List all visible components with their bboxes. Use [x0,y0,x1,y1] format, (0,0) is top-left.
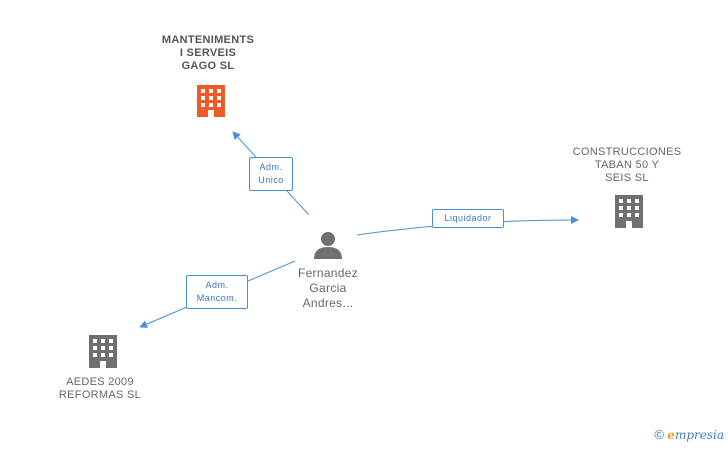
building-icon[interactable] [89,335,117,368]
edge-label-line: Mancom. [196,293,238,303]
person-name[interactable]: Fernandez Garcia Andres... [278,266,378,311]
edge-label-line: Unico [258,175,284,185]
building-icon[interactable] [197,85,225,117]
company-name-line: REFORMAS SL [58,389,142,401]
company-name-line: CONSTRUCCIONES [572,146,682,158]
company-name-construcciones[interactable]: CONSTRUCCIONES TABAN 50 Y SEIS SL [567,146,687,185]
company-name-line: GAGO SL [181,60,235,72]
edge-label-line: Adm. [259,162,283,172]
edge-label-adm-mancom: Adm. Mancom. [186,275,248,309]
company-name-line: SEIS SL [605,172,649,184]
brand-initial: e [667,428,675,442]
company-name-aedes[interactable]: AEDES 2009 REFORMAS SL [45,376,155,402]
company-name-line: AEDES 2009 [66,376,134,388]
person-name-line: Garcia [309,281,347,295]
empresia-logo: © empresia [654,427,724,442]
person-name-line: Andres... [302,296,354,310]
edge-label-line: Adm. [205,280,229,290]
company-name-line: I SERVEIS [179,47,237,59]
brand-name: mpresia [674,428,724,442]
edge-label-liquidador: Liquidador [432,209,504,228]
company-name-main[interactable]: MANTENIMENTS I SERVEIS GAGO SL [148,34,268,73]
company-name-line: MANTENIMENTS [161,34,255,46]
copyright-symbol: © [654,427,664,442]
company-name-line: TABAN 50 Y [594,159,660,171]
person-icon[interactable] [314,232,342,259]
edge-label-line: Liquidador [444,213,492,223]
building-icon[interactable] [615,195,643,228]
person-name-line: Fernandez [297,266,359,280]
edge-label-adm-unico: Adm. Unico [249,157,293,191]
